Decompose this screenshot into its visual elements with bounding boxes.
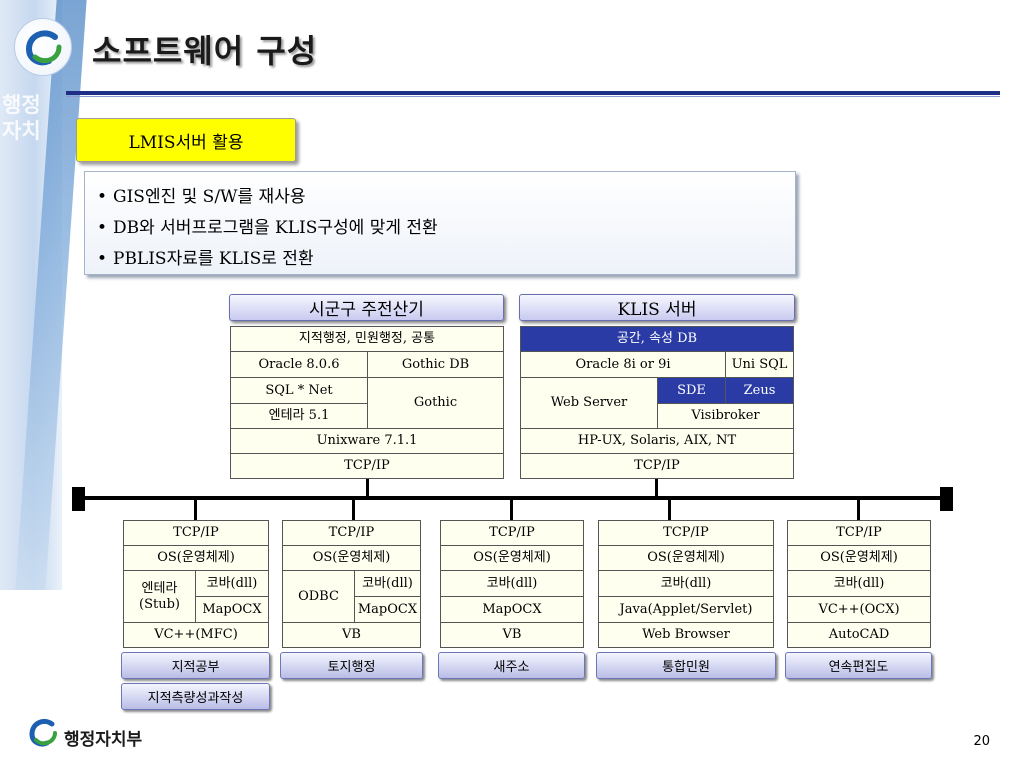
bus-drop [366, 479, 369, 497]
bullet-item: PBLIS자료를 KLIS로 전환 [97, 244, 795, 275]
left-server-entera: 엔테라 5.1 [230, 403, 368, 429]
client1-os: OS(운영체제) [123, 545, 269, 571]
client2-tcp: TCP/IP [282, 520, 421, 546]
bullet-item: DB와 서버프로그램을 KLIS구성에 맞게 전환 [97, 213, 795, 244]
left-server-header: 시군구 주전산기 [229, 294, 504, 321]
bus-terminator-right [940, 487, 953, 511]
right-server-visibroker: Visibroker [657, 403, 794, 429]
client1-caption: 지적공부 [121, 652, 270, 679]
client5-os: OS(운영체제) [787, 545, 931, 571]
bullet-item: GIS엔진 및 S/W를 재사용 [97, 182, 795, 213]
bullet-box: GIS엔진 및 S/W를 재사용 DB와 서버프로그램을 KLIS구성에 맞게 … [84, 171, 796, 275]
bus-terminator-left [72, 487, 85, 511]
client5-caption: 연속편집도 [785, 652, 932, 679]
right-server-tcp: TCP/IP [520, 453, 794, 479]
title-rule-thin [66, 96, 1000, 97]
right-server-header: KLIS 서버 [519, 294, 795, 321]
client3-corba: 코바(dll) [440, 570, 584, 597]
page-number: 20 [973, 734, 990, 749]
client2-bottom: VB [282, 622, 421, 648]
client3-mapocx: MapOCX [440, 596, 584, 623]
client2-corba: 코바(dll) [354, 570, 421, 597]
client3-os: OS(운영체제) [440, 545, 584, 571]
footer-org-name: 행정자치부 [64, 730, 143, 750]
title-rule [66, 91, 1000, 95]
client2-caption: 토지행정 [280, 652, 423, 679]
ministry-logo-icon [25, 30, 62, 66]
client4-os: OS(운영체제) [598, 545, 774, 571]
client1-entera-stub: 엔테라 (Stub) [123, 570, 196, 623]
right-server-sde: SDE [657, 377, 726, 404]
network-bus [84, 496, 942, 500]
bus-drop [668, 500, 671, 520]
client5-corba: 코바(dll) [787, 570, 931, 597]
client2-odbc: ODBC [282, 570, 355, 623]
left-server-apps: 지적행정, 민원행정, 공통 [230, 326, 504, 352]
client5-vc-ocx: VC++(OCX) [787, 596, 931, 623]
client3-caption: 새주소 [438, 652, 585, 679]
left-server-gothic: Gothic [367, 377, 504, 429]
bus-drop [194, 500, 197, 520]
client2-mapocx: MapOCX [354, 596, 421, 623]
footer-logo-icon [24, 714, 62, 752]
bus-drop [857, 500, 860, 520]
right-server-oracle: Oracle 8i or 9i [520, 351, 726, 378]
client1-caption2: 지적측량성과작성 [121, 683, 270, 710]
client2-os: OS(운영체제) [282, 545, 421, 571]
client4-tcp: TCP/IP [598, 520, 774, 546]
bus-drop [510, 500, 513, 520]
client4-caption: 통합민원 [596, 652, 776, 679]
client4-corba: 코바(dll) [598, 570, 774, 597]
right-server-zeus: Zeus [725, 377, 794, 404]
left-server-os: Unixware 7.1.1 [230, 428, 504, 454]
lmis-highlight-box: LMIS서버 활용 [76, 118, 296, 162]
right-server-webserver: Web Server [520, 377, 658, 429]
bullet-list: GIS엔진 및 S/W를 재사용 DB와 서버프로그램을 KLIS구성에 맞게 … [97, 182, 795, 275]
client3-bottom: VB [440, 622, 584, 648]
left-server-tcp: TCP/IP [230, 453, 504, 479]
bus-drop [655, 479, 658, 497]
bus-drop [352, 500, 355, 520]
client1-bottom: VC++(MFC) [123, 622, 269, 648]
client4-bottom: Web Browser [598, 622, 774, 648]
right-server-db: 공간, 속성 DB [520, 326, 794, 352]
client1-tcp: TCP/IP [123, 520, 269, 546]
client5-tcp: TCP/IP [787, 520, 931, 546]
left-server-gothic-db: Gothic DB [367, 351, 504, 378]
slide-title: 소프트웨어 구성 [92, 32, 318, 70]
watermark-text: 행정자치 [2, 93, 41, 143]
client4-java: Java(Applet/Servlet) [598, 596, 774, 623]
right-server-os: HP-UX, Solaris, AIX, NT [520, 428, 794, 454]
right-server-unisql: Uni SQL [725, 351, 794, 378]
ministry-logo [14, 18, 72, 76]
client3-tcp: TCP/IP [440, 520, 584, 546]
left-server-sqlnet: SQL * Net [230, 377, 368, 404]
client1-mapocx: MapOCX [195, 596, 269, 623]
client5-bottom: AutoCAD [787, 622, 931, 648]
client1-corba: 코바(dll) [195, 570, 269, 597]
left-server-oracle: Oracle 8.0.6 [230, 351, 368, 378]
